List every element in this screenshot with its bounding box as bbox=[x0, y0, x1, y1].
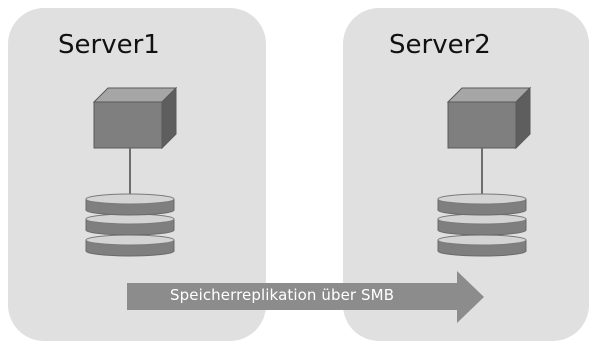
replication-arrow-label: Speicherreplikation über SMB bbox=[170, 286, 395, 304]
server1-storage-stack-icon bbox=[85, 193, 175, 257]
server2-title: Server2 bbox=[389, 30, 491, 60]
replication-arrow-shape bbox=[127, 271, 484, 323]
server1-title: Server1 bbox=[58, 30, 160, 60]
server1-compute-node-icon bbox=[92, 86, 178, 150]
server2-compute-node-icon bbox=[446, 86, 532, 150]
server2-storage-stack-icon bbox=[437, 193, 527, 257]
